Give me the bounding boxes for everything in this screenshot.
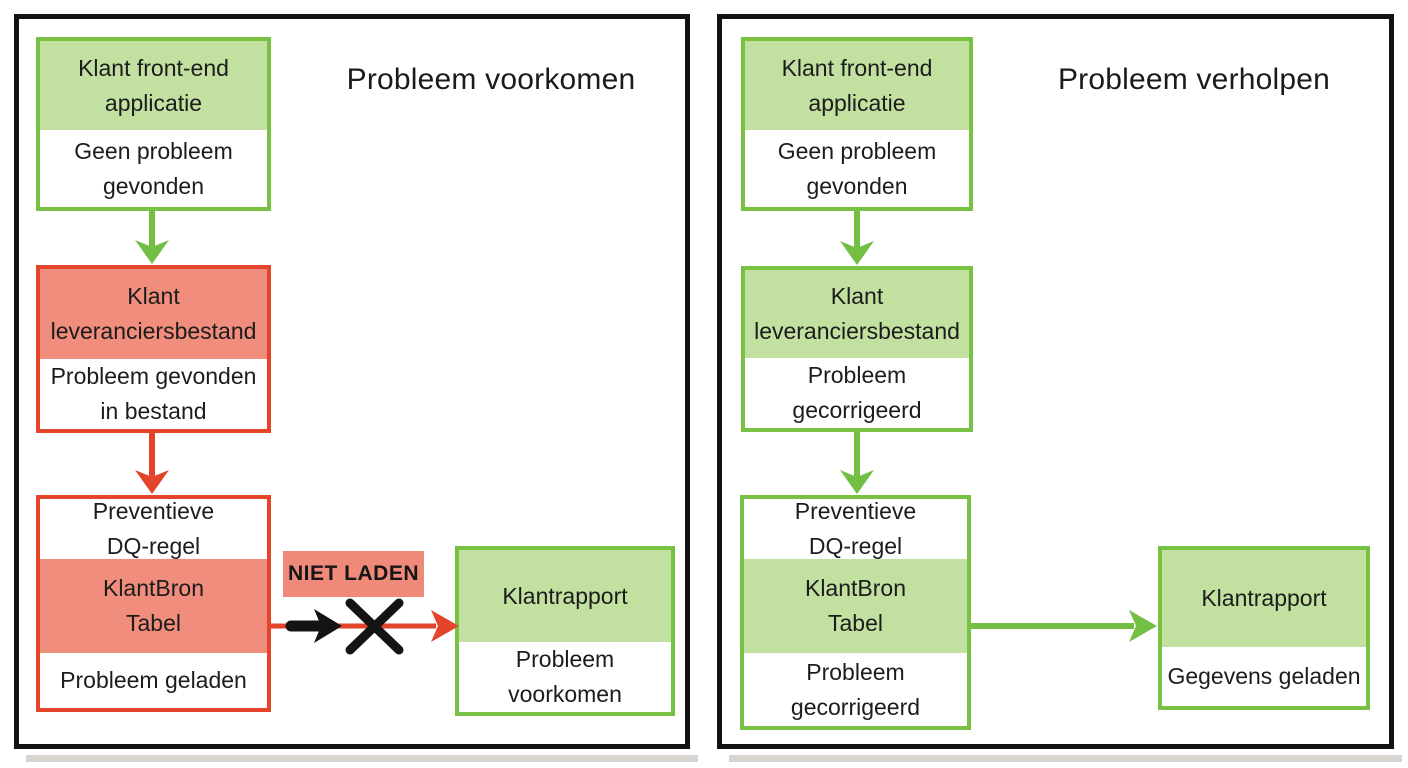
node-table-label: KlantBron Tabel <box>102 575 204 636</box>
node-status: Probleem gecorrigeerd <box>744 653 967 726</box>
node-header-label: Klant leveranciersbestand <box>50 283 257 344</box>
node-status: Geen probleem gevonden <box>40 130 267 207</box>
node-header-label: Preventieve DQ-regel <box>92 498 215 559</box>
node-dq-regel-left: Preventieve DQ-regel KlantBron Tabel Pro… <box>36 495 271 712</box>
panel-title-left: Probleem voorkomen <box>346 63 636 96</box>
niet-laden-badge: NIET LADEN <box>283 551 424 597</box>
node-status: Probleem gecorrigeerd <box>745 358 969 428</box>
node-status-label: Probleem gevonden in bestand <box>50 363 257 424</box>
node-status-label: Geen probleem gevonden <box>777 137 937 199</box>
node-klantrapport-right: Klantrapport Gegevens geladen <box>1158 546 1370 710</box>
panel-title-right: Probleem verholpen <box>1057 63 1331 96</box>
node-status: Probleem voorkomen <box>459 642 671 712</box>
node-header-label: Klantrapport <box>502 582 628 609</box>
node-header: Klant leveranciersbestand <box>40 269 267 359</box>
node-header: Klantrapport <box>459 550 671 642</box>
node-status: Geen probleem gevonden <box>745 130 969 207</box>
node-table-label: KlantBron Tabel <box>804 575 906 636</box>
node-klant-frontend-left: Klant front-end applicatie Geen probleem… <box>36 37 271 211</box>
node-header: Klantrapport <box>1162 550 1366 647</box>
node-status-label: Probleem voorkomen <box>508 646 622 707</box>
node-header-label: Klantrapport <box>1201 585 1327 611</box>
node-header: Preventieve DQ-regel <box>40 498 267 559</box>
node-status: Probleem geladen <box>40 653 267 708</box>
node-status-label: Probleem gecorrigeerd <box>790 658 921 720</box>
node-table: KlantBron Tabel <box>40 559 267 653</box>
node-status: Gegevens geladen <box>1162 647 1366 706</box>
node-leveranciersbestand-right: Klant leveranciersbestand Probleem gecor… <box>741 266 973 432</box>
node-status-label: Probleem geladen <box>60 667 247 693</box>
node-dq-regel-right: Preventieve DQ-regel KlantBron Tabel Pro… <box>740 495 971 730</box>
node-leveranciersbestand-left: Klant leveranciersbestand Probleem gevon… <box>36 265 271 433</box>
node-status: Probleem gevonden in bestand <box>40 359 267 429</box>
node-header-label: Klant front-end applicatie <box>78 54 229 116</box>
node-header: Klant leveranciersbestand <box>745 270 969 358</box>
node-header-label: Klant front-end applicatie <box>781 54 933 116</box>
node-status-label: Geen probleem gevonden <box>74 137 233 199</box>
node-header: Klant front-end applicatie <box>40 41 267 130</box>
node-klantrapport-left: Klantrapport Probleem voorkomen <box>455 546 675 716</box>
panel-shadow-right <box>729 755 1402 762</box>
node-header: Klant front-end applicatie <box>745 41 969 130</box>
node-status-label: Probleem gecorrigeerd <box>792 362 922 423</box>
node-status-label: Gegevens geladen <box>1167 663 1361 689</box>
node-klant-frontend-right: Klant front-end applicatie Geen probleem… <box>741 37 973 211</box>
node-header: Preventieve DQ-regel <box>744 498 967 559</box>
node-table: KlantBron Tabel <box>744 559 967 653</box>
node-header-label: Preventieve DQ-regel <box>794 498 917 559</box>
panel-shadow-left <box>26 755 698 762</box>
node-header-label: Klant leveranciersbestand <box>754 283 960 344</box>
